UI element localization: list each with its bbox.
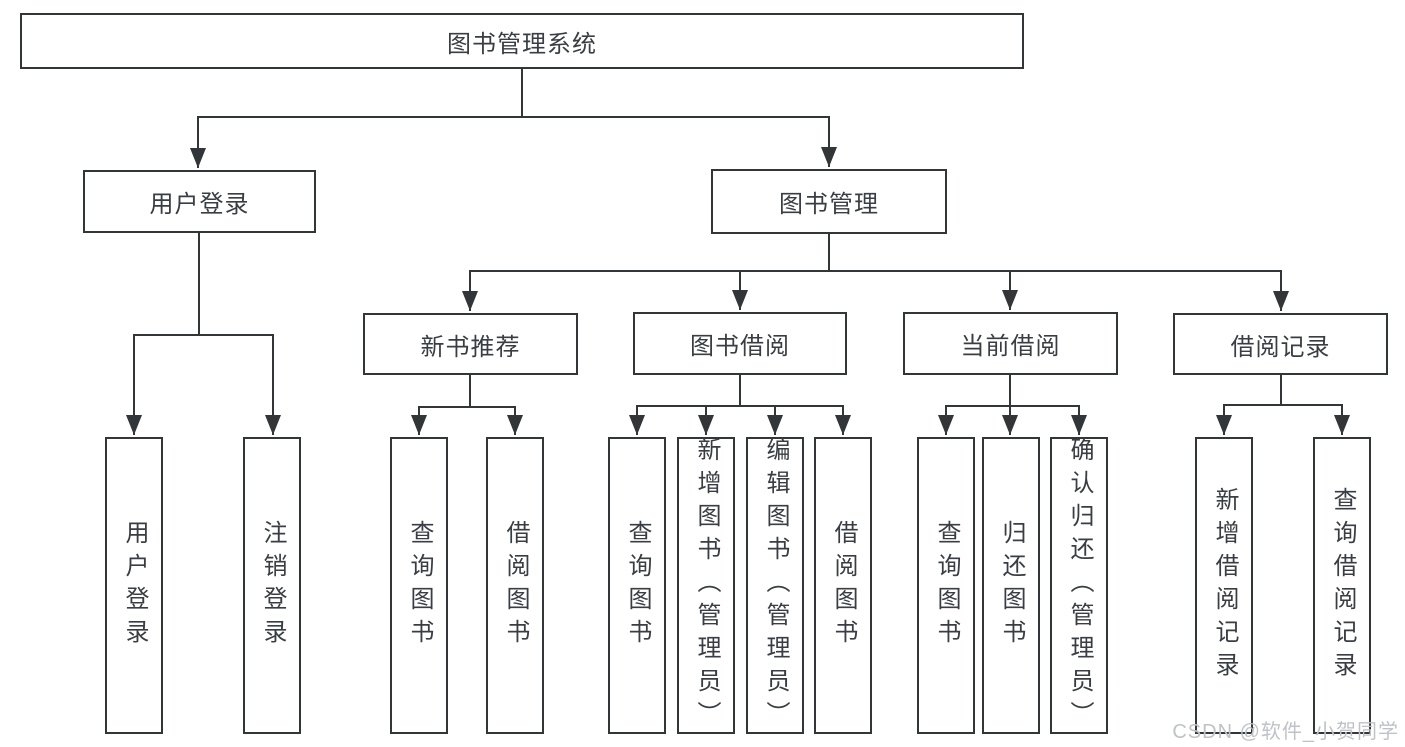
leaf-return-books: 归还图书 xyxy=(982,437,1040,734)
node-user-login: 用户登录 xyxy=(83,170,316,233)
node-root-system-label: 图书管理系统 xyxy=(447,30,597,58)
leaf-query-borrow-record: 查询借阅记录 xyxy=(1313,437,1371,734)
node-book-management-label: 图书管理 xyxy=(779,191,879,218)
node-current-borrow: 当前借阅 xyxy=(903,312,1118,375)
leaf-add-borrow-record-label: 新增借阅记录 xyxy=(1211,486,1238,685)
node-root-system: 图书管理系统 xyxy=(20,13,1024,69)
leaf-confirm-return-admin-label: 确认归还（管理员） xyxy=(1066,437,1093,734)
leaf-borrow-query-books-label: 查询图书 xyxy=(624,519,651,652)
node-book-borrow-label: 图书借阅 xyxy=(690,333,790,360)
node-book-borrow: 图书借阅 xyxy=(633,312,847,375)
connector-group xyxy=(126,69,1350,435)
node-new-book-recommend: 新书推荐 xyxy=(363,313,578,375)
leaf-logout: 注销登录 xyxy=(243,437,301,734)
leaf-return-books-label: 归还图书 xyxy=(998,519,1025,652)
leaf-current-query-books-label: 查询图书 xyxy=(933,519,960,652)
leaf-borrow-books-label: 借阅图书 xyxy=(830,519,857,652)
leaf-borrow-query-books: 查询图书 xyxy=(608,437,666,734)
leaf-recommend-query-books-label: 查询图书 xyxy=(406,519,433,652)
node-borrow-records: 借阅记录 xyxy=(1173,313,1388,375)
node-book-management: 图书管理 xyxy=(711,169,947,234)
leaf-current-query-books: 查询图书 xyxy=(917,437,975,734)
leaf-add-borrow-record: 新增借阅记录 xyxy=(1195,437,1253,734)
node-borrow-records-label: 借阅记录 xyxy=(1230,333,1331,361)
leaf-recommend-query-books: 查询图书 xyxy=(390,437,448,734)
node-new-book-recommend-label: 新书推荐 xyxy=(420,333,521,361)
leaf-confirm-return-admin: 确认归还（管理员） xyxy=(1050,437,1108,734)
csdn-watermark: CSDN @软件_小贺同学 xyxy=(1172,721,1399,743)
node-current-borrow-label: 当前借阅 xyxy=(960,333,1061,360)
leaf-add-books-admin-label: 新增图书（管理员） xyxy=(693,437,720,734)
leaf-recommend-borrow-books: 借阅图书 xyxy=(486,437,544,734)
leaf-edit-books-admin-label: 编辑图书（管理员） xyxy=(762,437,789,734)
leaf-user-login-label: 用户登录 xyxy=(121,519,148,652)
leaf-edit-books-admin: 编辑图书（管理员） xyxy=(746,437,804,734)
leaf-logout-label: 注销登录 xyxy=(259,519,286,652)
leaf-add-books-admin: 新增图书（管理员） xyxy=(677,437,735,734)
leaf-borrow-books: 借阅图书 xyxy=(814,437,872,734)
node-user-login-label: 用户登录 xyxy=(149,191,250,218)
leaf-recommend-borrow-books-label: 借阅图书 xyxy=(502,519,529,652)
leaf-user-login: 用户登录 xyxy=(105,437,163,734)
leaf-query-borrow-record-label: 查询借阅记录 xyxy=(1329,486,1356,685)
